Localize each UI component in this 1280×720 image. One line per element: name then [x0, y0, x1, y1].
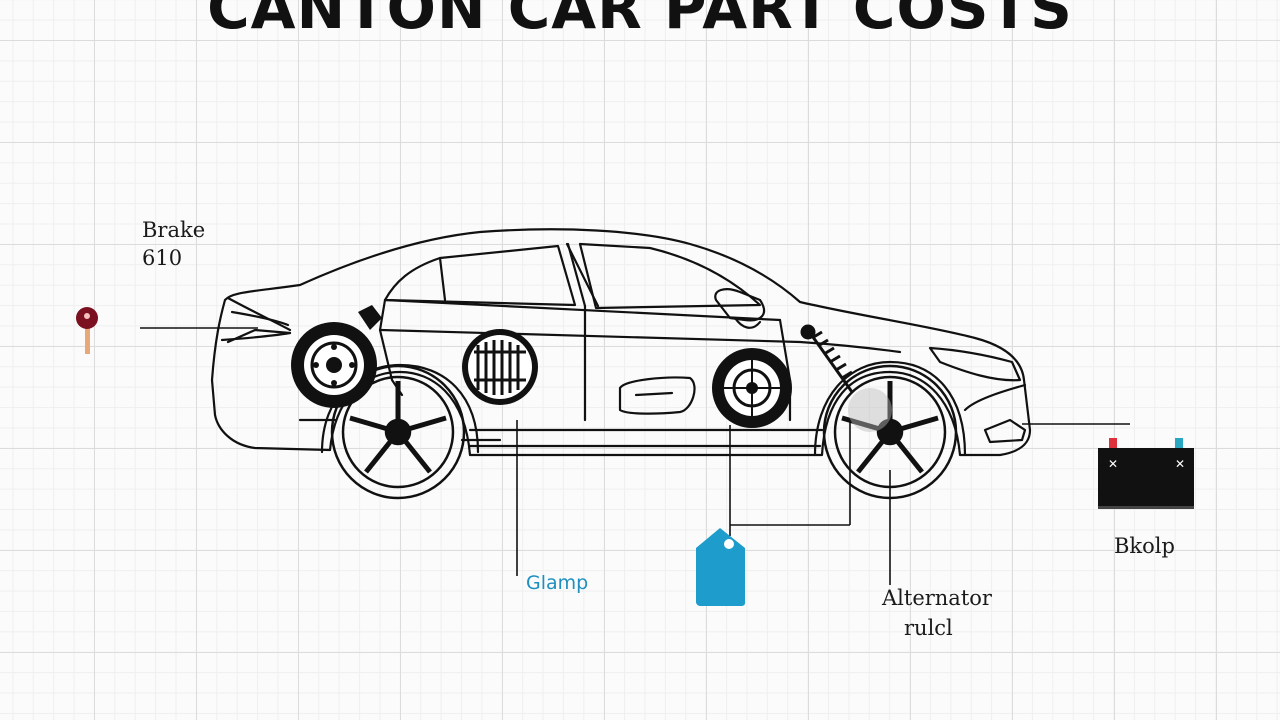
- battery-label: Bkolp: [1114, 534, 1175, 558]
- svg-text:✕: ✕: [1175, 457, 1185, 471]
- front-wheel: [822, 364, 958, 500]
- radiator-part: [462, 329, 538, 405]
- front-brake-part: [712, 348, 792, 428]
- alternator-label-price: rulcl: [904, 616, 953, 640]
- shock-absorber-part: [800, 324, 854, 393]
- price-tag-icon: [696, 528, 745, 606]
- alternator-label-name: Alternator: [882, 586, 992, 610]
- alternator-label: Alternator rulcl: [882, 586, 992, 640]
- brake-label: Brake 610: [142, 218, 205, 270]
- rear-wheel: [330, 364, 466, 500]
- brake-label-name: Brake: [142, 218, 206, 242]
- svg-text:✕: ✕: [1108, 457, 1118, 471]
- glamp-label: Glamp: [526, 572, 589, 594]
- battery-icon: ✕ ✕: [1098, 438, 1194, 509]
- brake-label-price: 610: [142, 246, 183, 270]
- brake-rotor-part: [291, 305, 382, 408]
- diagram-title: CANTON CAR PART COSTS: [207, 0, 1073, 42]
- pin-icon: [76, 307, 98, 354]
